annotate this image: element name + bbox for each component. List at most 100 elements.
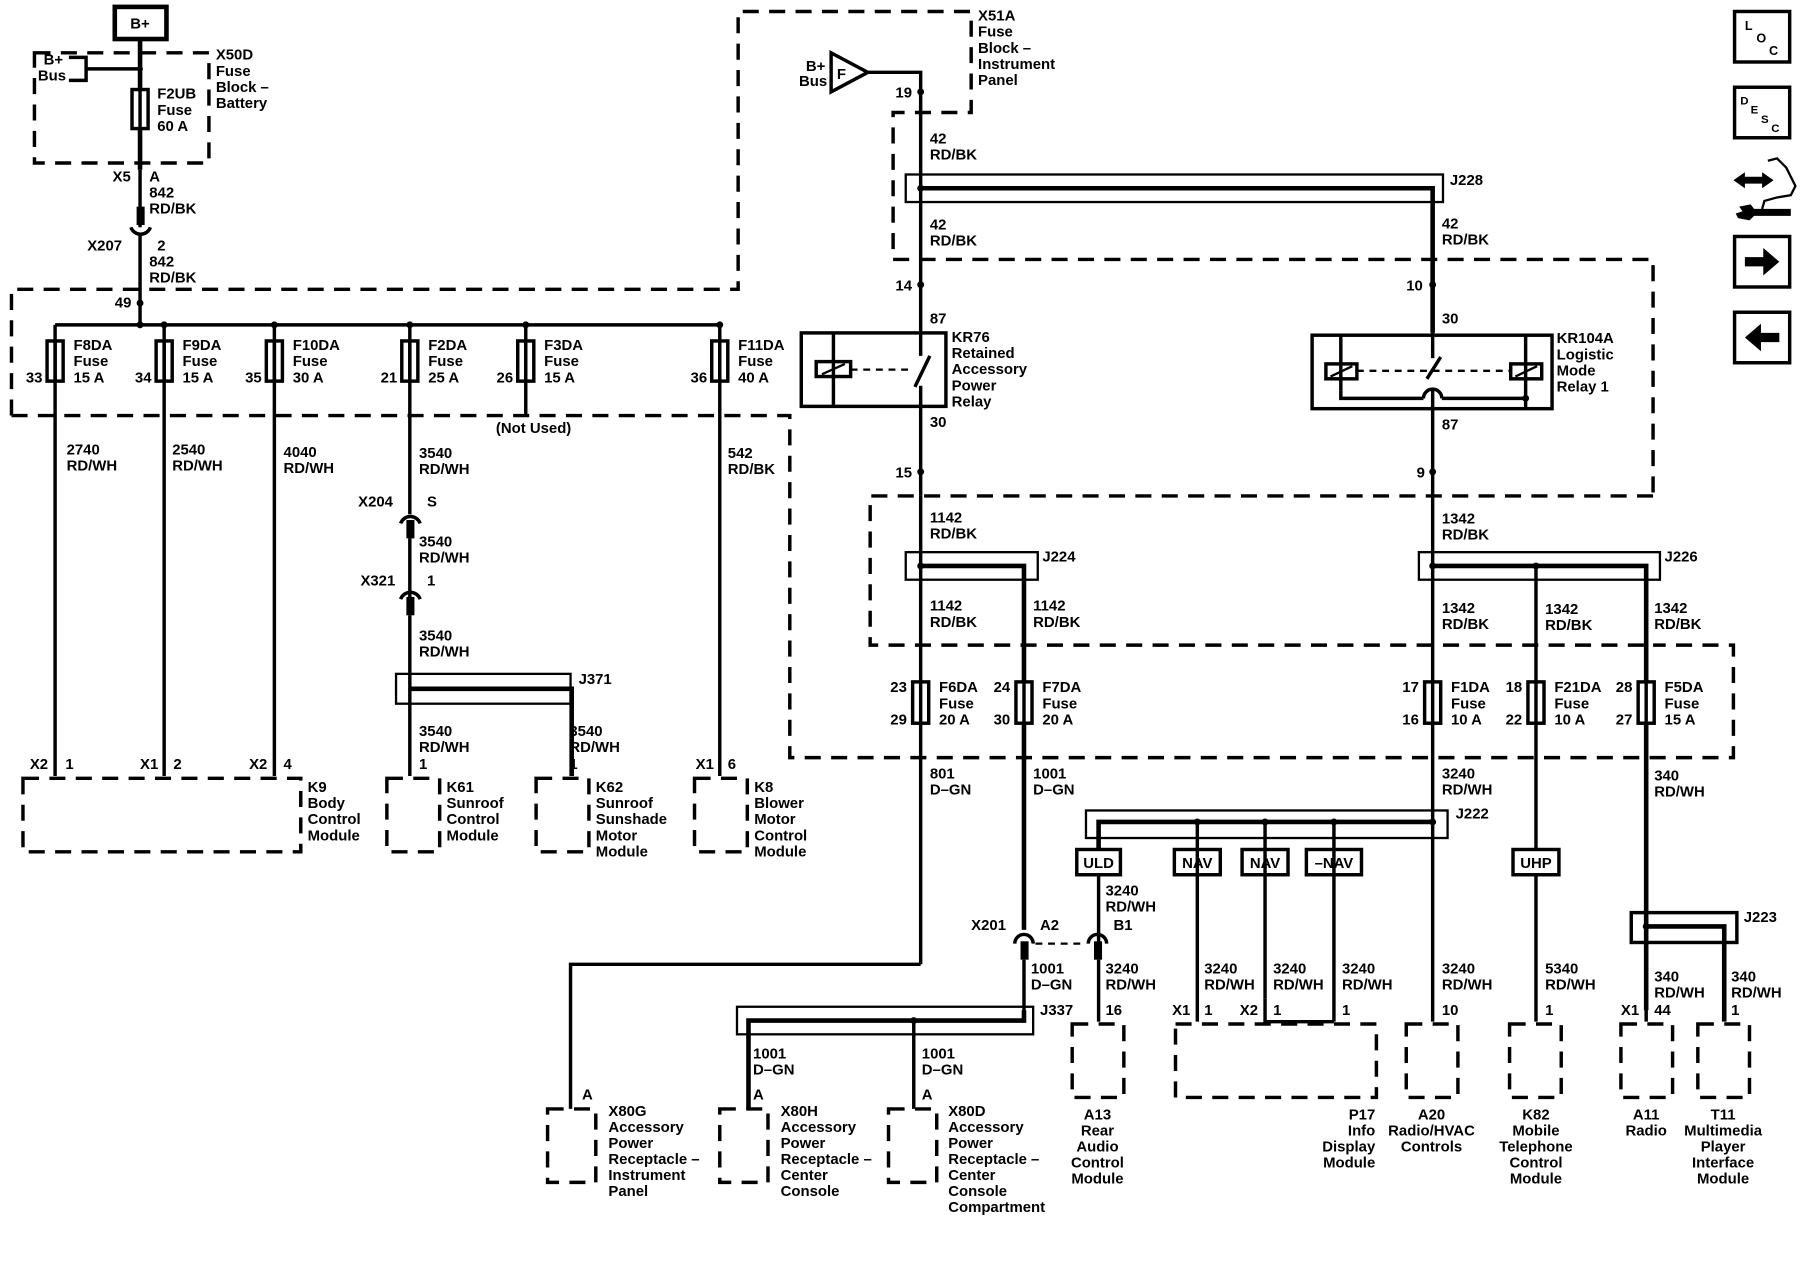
wire-340-circuit-3: 340 — [1731, 969, 1756, 986]
wire-1342-color-1: RD/BK — [1442, 527, 1489, 544]
wire-3540-circuit-5: 3540 — [569, 723, 602, 740]
wire-1342-circuit-2: 1342 — [1442, 600, 1475, 617]
x51a-label: X51A Fuse Block – Instrument Panel — [978, 8, 1055, 89]
arrow-right-icon[interactable] — [1744, 247, 1780, 276]
f3da-not-used-note: (Not Used) — [496, 420, 571, 437]
desc-icon[interactable] — [1732, 85, 1792, 140]
label-text: 1 — [1342, 1002, 1350, 1019]
label-text: A13 — [1084, 1106, 1111, 1123]
wire-340-color-1: RD/WH — [1654, 784, 1705, 801]
wire-1342-color-2: RD/BK — [1442, 616, 1489, 633]
relay-kr104a: 30 87 KR104A Logistic Mode Relay 1 — [1310, 311, 1614, 554]
wire-3240-color-4: RD/WH — [1204, 977, 1255, 994]
label-text: K61 — [447, 779, 474, 796]
label-text: Interface — [1692, 1154, 1754, 1171]
wire-842-circuit-2: 842 — [149, 253, 174, 270]
bus-label-top: B+ — [44, 51, 64, 68]
label-text: O — [1756, 31, 1766, 45]
label-text: 30 — [994, 711, 1011, 728]
label-text: Panel — [608, 1183, 648, 1200]
label-text: Rear — [1081, 1122, 1114, 1139]
wire-3240-circuit-5: 3240 — [1273, 960, 1306, 977]
label-text: Module — [1071, 1171, 1123, 1188]
f2ub-name: F2UB — [157, 86, 196, 103]
label-text: 20 A — [939, 711, 970, 728]
label-text: Module — [447, 827, 499, 844]
label-text: 10 — [1442, 1002, 1459, 1019]
label-text: 1 — [1273, 1002, 1281, 1019]
location-button[interactable]: L O C — [1732, 9, 1792, 64]
x201-label: X201 — [971, 917, 1006, 934]
module-a20: 10 A20 Radio/HVAC Controls — [1388, 1002, 1475, 1156]
module-k9: X2 1 X1 2 X2 4 K9 Body Control Module — [21, 756, 361, 854]
label-text: 87 — [1442, 416, 1459, 433]
x5-pin: A — [149, 168, 160, 185]
module-k62: 1 K62 Sunroof Sunshade Motor Module — [534, 756, 667, 860]
label-text: Fuse — [1554, 695, 1589, 712]
label-text: K9 — [308, 779, 327, 796]
wire-1342-circuit-4: 1342 — [1654, 600, 1687, 617]
label-text: T11 — [1711, 1106, 1736, 1123]
battery-label: B+ — [130, 16, 150, 33]
pin-15: 15 — [895, 465, 912, 482]
wire-3240-color-7: RD/WH — [1442, 977, 1493, 994]
label-text: 34 — [135, 369, 152, 386]
wire-1001-color-2: D–GN — [1031, 977, 1072, 994]
fuse-block-outline — [9, 9, 1655, 496]
x207-label: X207 — [87, 237, 122, 254]
connector-repair-icon[interactable] — [1733, 157, 1797, 221]
loc-icon[interactable] — [1732, 9, 1792, 64]
label-text: A11 — [1633, 1106, 1660, 1123]
label-text: Mode — [1557, 362, 1596, 379]
splice-j224 — [904, 551, 1039, 581]
label-text: E — [1751, 105, 1759, 117]
wire-2540-color: RD/WH — [172, 458, 223, 475]
x321-label: X321 — [360, 572, 395, 589]
j224-label: J224 — [1042, 548, 1076, 565]
label-text: F7DA — [1042, 679, 1081, 696]
label-text: A — [582, 1087, 593, 1104]
label-text: Fuse — [1042, 695, 1077, 712]
label-text: Controls — [1401, 1138, 1462, 1155]
wire-3540-circuit-2: 3540 — [419, 533, 452, 550]
wire-4040-color: RD/WH — [284, 460, 335, 477]
wire-42-circuit-2: 42 — [930, 217, 947, 234]
label-text: A — [922, 1087, 933, 1104]
label-text: 10 A — [1554, 711, 1585, 728]
label-text: D — [1740, 95, 1748, 107]
description-button[interactable]: D E S C — [1732, 85, 1792, 140]
label-text: K8 — [754, 779, 773, 796]
label-text: Compartment — [948, 1199, 1045, 1216]
label-text: 2 — [173, 756, 181, 773]
label-text: 30 A — [293, 369, 324, 386]
b-plus-bus-feed: F B+ Bus — [799, 49, 872, 95]
label-text: Fuse — [1665, 695, 1700, 712]
x5-label: X5 — [113, 168, 131, 185]
wire-1142-circuit-1: 1142 — [930, 509, 962, 526]
label-text: 33 — [26, 369, 43, 386]
label-text: Radio — [1625, 1122, 1666, 1139]
label-text: 87 — [930, 311, 947, 328]
previous-page-button[interactable] — [1732, 310, 1792, 365]
label-text: Control — [1509, 1154, 1562, 1171]
splice-j337 — [735, 1005, 1035, 1036]
label-text: UHP — [1520, 855, 1552, 872]
connector-repair-button[interactable] — [1733, 157, 1797, 221]
label-text: Accessory — [608, 1119, 684, 1136]
module-k61: 1 K61 Sunroof Control Module — [385, 756, 504, 854]
label-text: 30 — [1442, 311, 1459, 328]
label-text: Receptacle – — [608, 1151, 699, 1168]
label-text: X2 — [249, 756, 267, 773]
label-text: 28 — [1616, 679, 1633, 696]
label-text: Player — [1701, 1138, 1746, 1155]
fuse-block-outline-mid — [868, 494, 1654, 647]
label-text: 25 A — [428, 369, 459, 386]
next-page-button[interactable] — [1732, 234, 1792, 289]
wire-2740-circuit: 2740 — [67, 442, 100, 459]
arrow-left-icon[interactable] — [1744, 323, 1780, 352]
